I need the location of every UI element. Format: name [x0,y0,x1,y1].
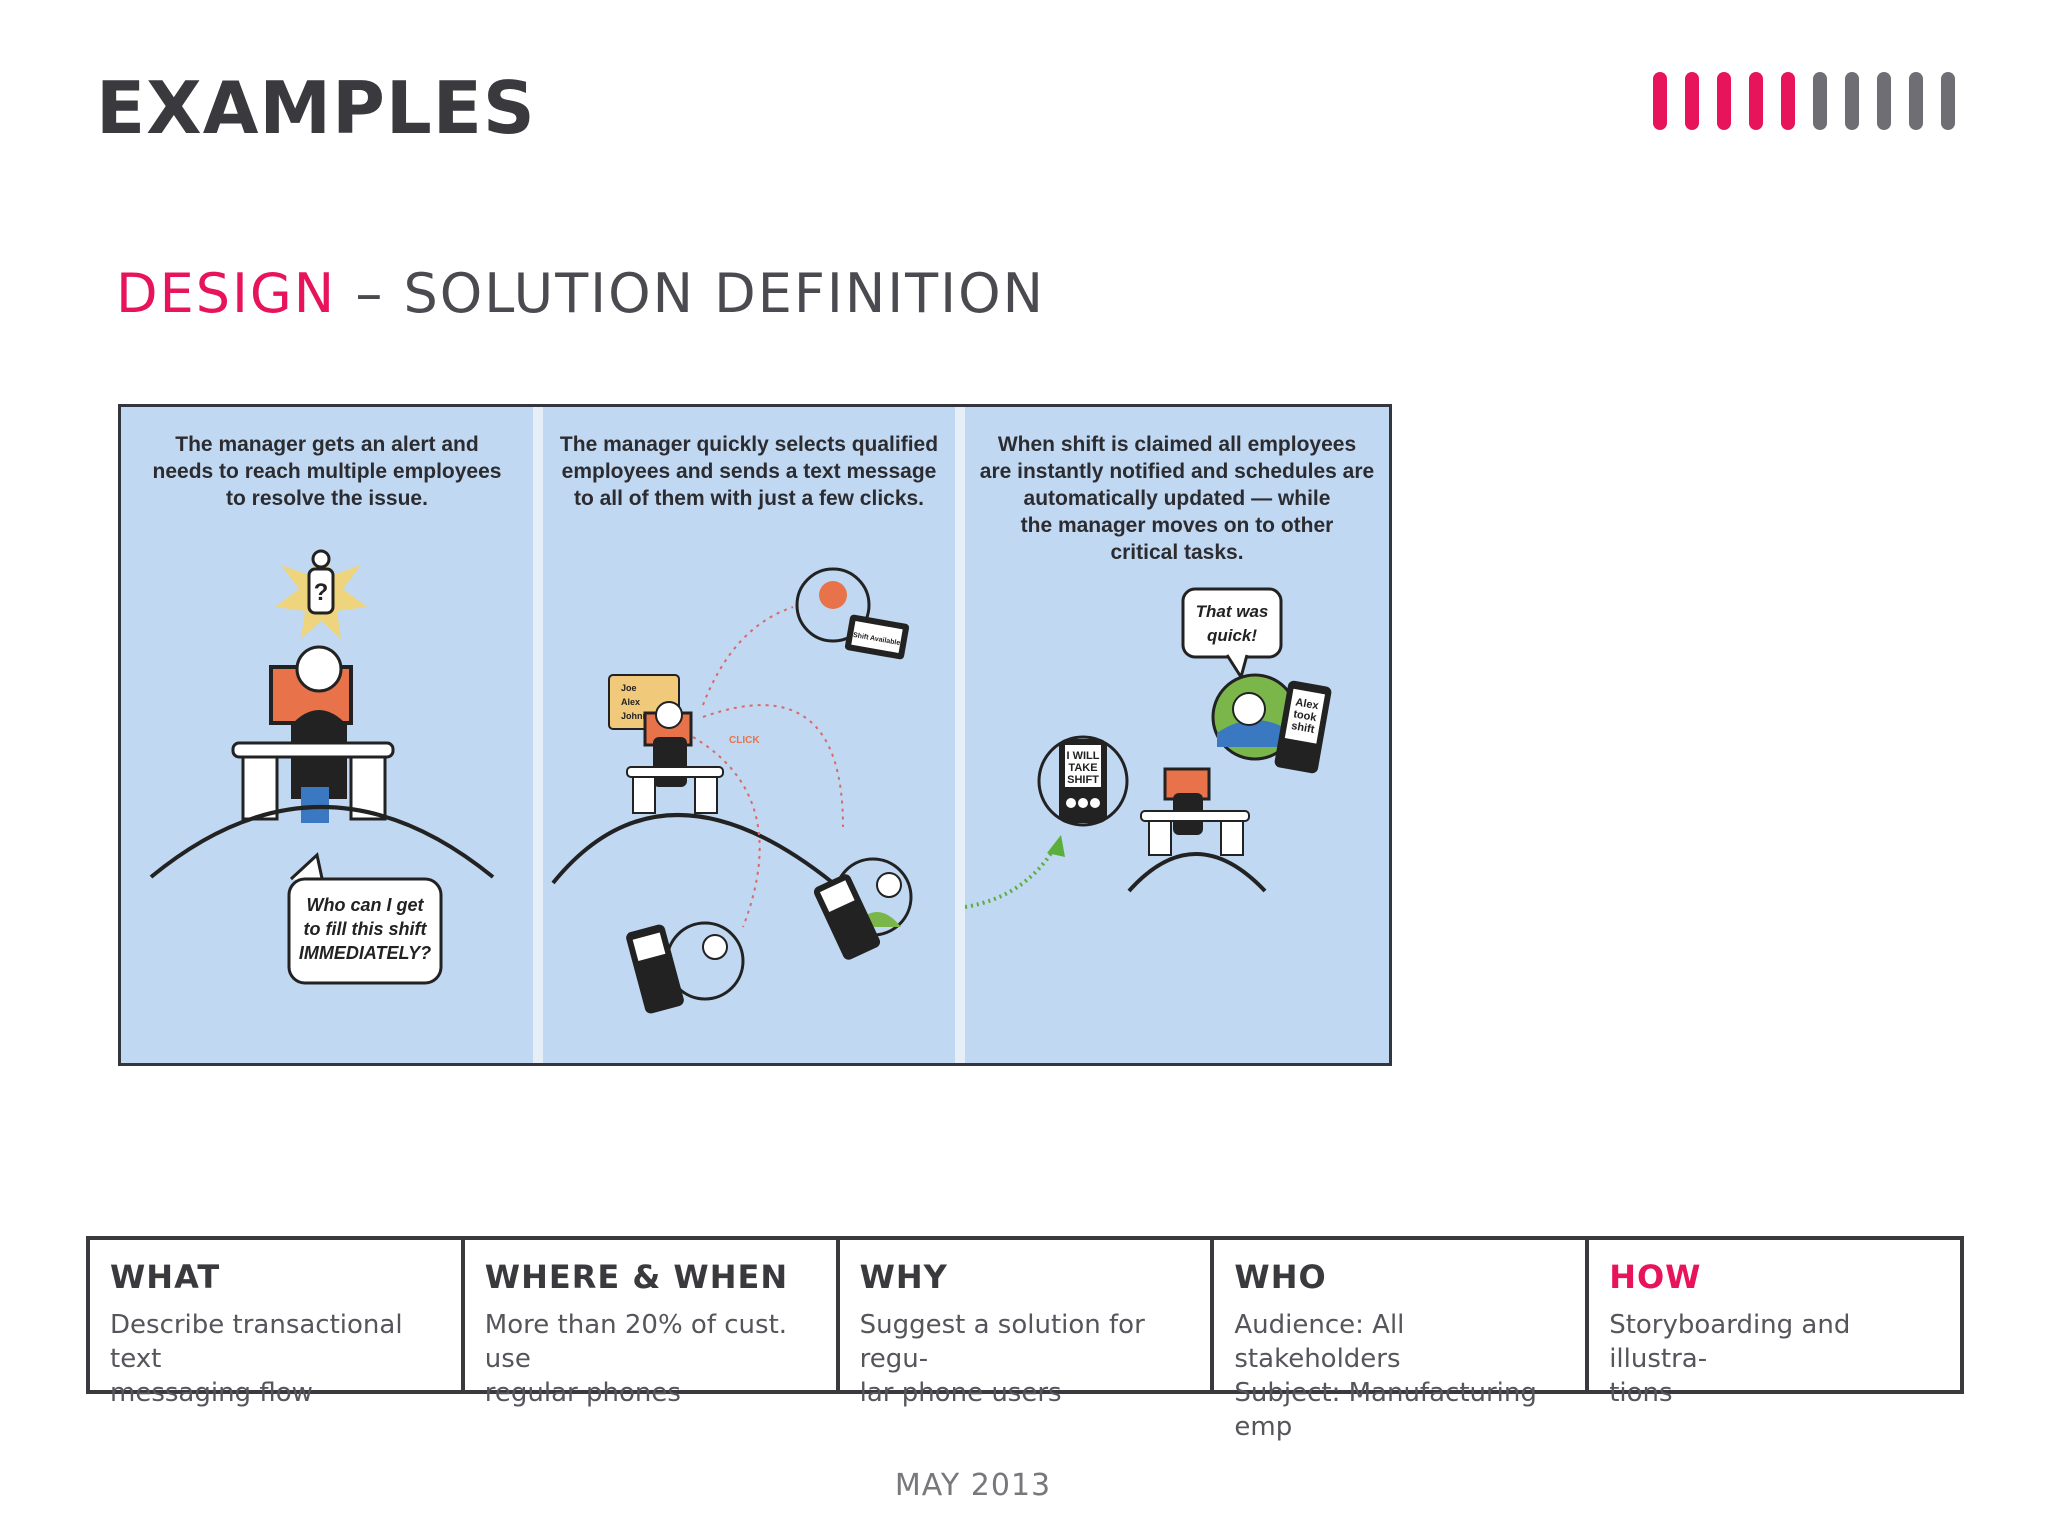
info-body: Storyboarding and illustra- tions [1609,1310,1851,1408]
progress-segment [1653,72,1667,130]
info-heading: WHY [859,1258,948,1296]
phone-reply-line: TAKE [1068,762,1097,774]
phone-notice-line: shift [1290,720,1315,736]
bubble-line: quick! [1207,626,1257,645]
progress-segment [1845,72,1859,130]
panel-2-drawing: Joe Alex Johnny CLICK Sh [551,567,913,1014]
info-heading: WHO [1234,1258,1327,1296]
footer-date: MAY 2013 [894,1468,1052,1503]
progress-segment [1781,72,1795,130]
panel-1-caption: The manager gets an alert and needs to r… [152,433,502,510]
phone-reply-line: SHIFT [1067,774,1099,786]
progress-segment [1941,72,1955,130]
panel-3-drawing: That was quick! I WILL TAKE SHIFT [964,587,1332,909]
svg-text:?: ? [314,579,329,606]
empty-desk-icon [1140,767,1250,856]
progress-segment [1717,72,1731,130]
project-info-table: WHAT Describe transactional text messagin… [86,1236,1964,1442]
employee-phone-icon [813,857,913,960]
slide-title: EXAMPLES [96,66,536,150]
info-cell-why: WHY Suggest a solution for regu- lar phon… [840,1240,1215,1408]
info-cell-how: HOW Storyboarding and illustra- tions [1589,1240,1960,1408]
section-subtitle: DESIGN – SOLUTION DEFINITION [116,262,1045,325]
manager-at-desk-icon [231,645,395,823]
bubble-line: Who can I get [307,895,425,915]
info-cell-who: WHO Audience: All stakeholders Subject: M… [1214,1240,1590,1442]
phone-notice-line: Alex [1295,696,1321,712]
info-heading: WHERE & WHEN [484,1258,789,1296]
progress-indicator [1653,72,1955,130]
progress-segment [1749,72,1763,130]
click-label: CLICK [729,735,760,746]
progress-segment [1685,72,1699,130]
storyboard-panel-1: The manager gets an alert and needs to r… [121,407,533,1063]
panel-2-caption: The manager quickly selects qualified em… [559,433,939,510]
info-body: More than 20% of cust. use regular phone… [484,1310,788,1408]
info-body: Audience: All stakeholders Subject: Manu… [1234,1310,1537,1442]
storyboard-panel-3: When shift is claimed all employees are … [964,407,1389,1063]
phone-reply-line: I WILL [1067,750,1100,762]
reply-phone-icon: I WILL TAKE SHIFT [1037,735,1129,827]
bubble-line: That was [1196,602,1269,621]
info-cell-where-when: WHERE & WHEN More than 20% of cust. use r… [465,1240,840,1408]
panel-1-speech-bubble: Who can I get to fill this shift IMMEDIA… [287,852,443,985]
phone-notice-line: took [1292,708,1318,724]
subtitle-accent: DESIGN [116,262,337,325]
info-heading: WHAT [110,1258,221,1296]
info-heading: HOW [1609,1258,1702,1296]
employee-phone-icon [626,921,745,1014]
note-line: Alex [621,697,640,707]
panel-3-speech-bubble: That was quick! [1181,587,1283,681]
note-line: Joe [621,683,637,693]
bubble-line: to fill this shift [304,919,428,939]
progress-segment [1909,72,1923,130]
panel-1-drawing: ? Who can I get to fill this shift IMMED… [149,549,495,985]
storyboard-panel-2: The manager quickly selects qualified em… [543,407,955,1063]
note-line: Johnny [621,711,653,721]
info-body: Suggest a solution for regu- lar phone u… [859,1310,1145,1408]
info-cell-what: WHAT Describe transactional text messagin… [90,1240,465,1408]
info-body: Describe transactional text messaging fl… [110,1310,403,1408]
subtitle-rest: – SOLUTION DEFINITION [336,262,1045,325]
alert-burst-icon: ? [275,549,367,639]
bubble-line: IMMEDIATELY? [299,943,431,963]
progress-segment [1813,72,1827,130]
employee-phone-icon: Shift Available [795,567,910,660]
notified-phone-icon: Alex took shift [1211,673,1332,774]
manager-at-desk-icon [626,701,724,814]
storyboard-illustration: The manager gets an alert and needs to r… [118,404,1392,1066]
progress-segment [1877,72,1891,130]
panel-3-caption: When shift is claimed all employees are … [979,433,1375,564]
